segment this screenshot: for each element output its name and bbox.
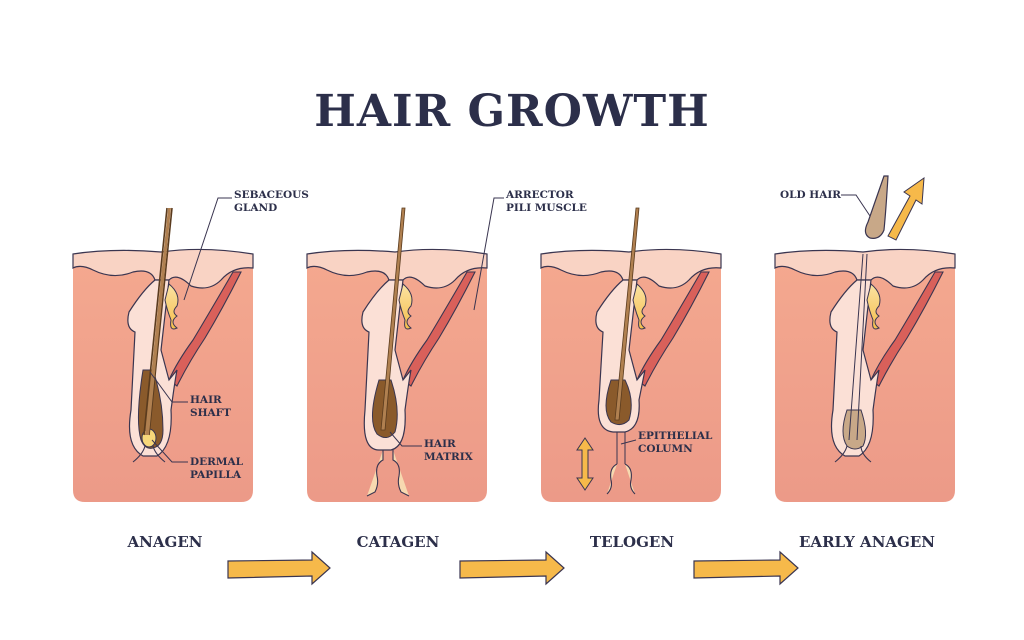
label-line: HAIR bbox=[190, 394, 222, 406]
old-hair-shed bbox=[864, 175, 925, 241]
panel-early-anagen bbox=[774, 248, 956, 503]
label-arrector-pili-muscle: ARRECTOR PILI MUSCLE bbox=[506, 189, 587, 215]
flow-arrow-icon bbox=[227, 550, 331, 586]
stage-label-catagen: CATAGEN bbox=[356, 533, 440, 551]
diagram-title: HAIR GROWTH bbox=[314, 86, 710, 137]
label-line: PAPILLA bbox=[190, 469, 241, 481]
label-sebaceous-gland: SEBACEOUS GLAND bbox=[234, 189, 309, 215]
upward-arrow-icon bbox=[887, 176, 925, 241]
length-double-arrow-icon bbox=[576, 437, 594, 491]
label-line: EPITHELIAL bbox=[638, 430, 713, 442]
label-line: SHAFT bbox=[190, 407, 231, 419]
label-epithelial-column: EPITHELIAL COLUMN bbox=[638, 430, 712, 456]
label-line: SEBACEOUS bbox=[234, 189, 309, 201]
label-line: PILI MUSCLE bbox=[506, 202, 587, 214]
label-line: HAIR bbox=[424, 438, 456, 450]
flow-arrow-icon bbox=[459, 550, 565, 586]
label-line: GLAND bbox=[234, 202, 278, 214]
label-leader-lines bbox=[149, 194, 871, 463]
label-line: DERMAL bbox=[190, 456, 243, 468]
label-dermal-papilla: DERMAL PAPILLA bbox=[190, 456, 243, 482]
label-hair-matrix: HAIR MATRIX bbox=[424, 438, 473, 464]
flow-arrow-icon bbox=[693, 550, 799, 586]
stage-label-early-anagen: EARLY ANAGEN bbox=[799, 533, 935, 551]
panel-catagen bbox=[306, 207, 488, 503]
stage-label-anagen: ANAGEN bbox=[127, 533, 203, 551]
label-line: MATRIX bbox=[424, 451, 473, 463]
label-old-hair: OLD HAIR bbox=[780, 189, 841, 201]
panel-anagen bbox=[72, 207, 254, 503]
panel-telogen bbox=[540, 207, 722, 503]
label-line: ARRECTOR bbox=[506, 189, 574, 201]
stage-label-telogen: TELOGEN bbox=[589, 533, 675, 551]
label-hair-shaft: HAIR SHAFT bbox=[190, 394, 231, 420]
label-line: COLUMN bbox=[638, 443, 693, 455]
